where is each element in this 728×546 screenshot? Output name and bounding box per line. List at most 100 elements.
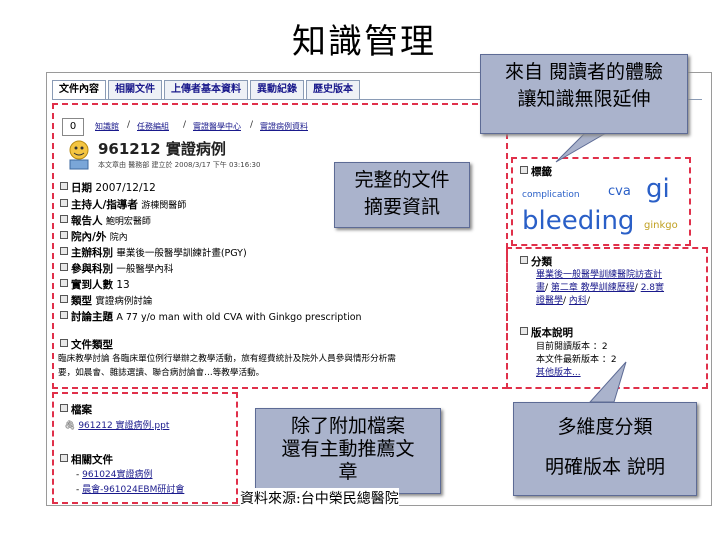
category-link[interactable]: 內科 [568,296,587,306]
other-versions-link[interactable]: 其他版本... [536,368,581,378]
breadcrumb-item[interactable]: 任務編組 [137,122,169,131]
breadcrumb-item[interactable]: 實證病例資料 [260,122,308,131]
version-label: 版本說明 [531,327,573,339]
breadcrumb-item[interactable]: 知識館 [95,122,119,131]
category-link[interactable]: 畢業後一般醫學訓練醫院訪查計 [536,270,663,280]
field-label: 報告人 [71,215,103,227]
bullet-icon [60,199,68,207]
highlight-attachments-box [52,392,238,504]
field-organizer: 主辦科別 畢業後一般醫學訓練計畫(PGY) [60,245,247,260]
tag-item[interactable]: gi [646,174,670,204]
field-topic: 討論主題 A 77 y/o man with old CVA with Gink… [60,309,362,324]
category-label: 分類 [531,256,552,268]
related-label: 相關文件 [71,454,113,466]
highlight-summary-box [52,103,508,389]
field-label: 主辦科別 [71,247,113,259]
field-label: 類型 [71,295,92,307]
field-value: A 77 y/o man with old CVA with Ginkgo pr… [116,312,362,323]
field-label: 實到人數 [71,279,113,291]
field-reporter: 報告人 鮑明宏醫師 [60,213,151,228]
attachments-heading: 檔案 [60,402,92,417]
breadcrumb-item[interactable]: 實證醫學中心 [193,122,241,131]
related-item: - 961024實證病例 [76,470,153,480]
callout-line: 讓知識無限延伸 [517,88,651,110]
callout-line: 還有主動推薦文 [281,438,415,460]
callout-line: 除了附加檔案 [290,415,405,437]
attachment-link[interactable]: 961212 實證病例.ppt [78,421,170,431]
tags-heading: 標籤 [520,164,552,179]
category-heading: 分類 [520,254,552,269]
field-label: 院內/外 [71,231,107,243]
doc-type-description: 臨床教學討論 各臨床單位例行舉辦之教學活動，旅有經費統計及院外人員參與情形分析需… [58,352,504,380]
field-type: 類型 實證病例討論 [60,293,152,308]
bullet-icon [60,215,68,223]
field-value: 13 [116,279,130,291]
field-label: 討論主題 [71,311,113,323]
callout-line: 來自 閱讀者的體驗 [504,61,664,83]
doc-type-line: 要，如晨會、雜誌選讀、聯合病討論會…等教學活動。 [58,368,265,378]
tab-content[interactable]: 文件內容 [52,80,106,99]
bullet-icon [60,247,68,255]
bullet-icon [60,404,68,412]
related-link[interactable]: 961024實證病例 [82,470,153,480]
field-participants-dept: 參與科別 一般醫學內科 [60,261,173,276]
field-location: 院內/外 院內 [60,229,128,244]
breadcrumb-separator: / [127,120,131,130]
field-label: 參與科別 [71,263,113,275]
document-avatar-icon [69,140,89,170]
field-date: 日期 2007/12/12 [60,180,156,195]
callout-line: 多維度分類 [557,416,653,438]
related-item: - 晨會-961024EBM研討會 [76,485,185,495]
bullet-icon [60,311,68,319]
bullet-icon [520,256,528,264]
attachment-item: 🖇 961212 實證病例.ppt [64,418,169,431]
field-value: 2007/12/12 [95,182,156,194]
version-latest: 本文件最新版本 ：2 [536,355,617,365]
source-caption: 資料來源:台中榮民總醫院 [240,488,399,508]
doc-type-label: 文件類型 [71,339,113,351]
breadcrumb-separator: / [250,120,254,130]
bullet-icon [520,327,528,335]
tab-uploader[interactable]: 上傳者基本資料 [164,80,248,99]
breadcrumb-separator: / [183,120,187,130]
tab-history[interactable]: 歷史版本 [306,80,360,99]
category-path: 畢業後一般醫學訓練醫院訪查計 畫/ 第二章 教學訓練歷程/ 2.8實 證醫學/ … [536,270,665,306]
rating-counter[interactable]: 0 [62,118,84,136]
field-value: 畢業後一般醫學訓練計畫(PGY) [116,248,247,259]
highlight-tags-box [511,157,691,246]
doc-type-line: 臨床教學討論 各臨床單位例行舉辦之教學活動，旅有經費統計及院外人員參與情形分析需 [58,354,396,364]
slide-title: 知識管理 [292,22,436,62]
tag-item[interactable]: ginkgo [644,220,678,231]
tab-bar: 文件內容 相關文件 上傳者基本資料 異動紀錄 歷史版本 [52,80,360,100]
version-current: 目前閱讀版本 ：2 [536,342,608,352]
attachments-label: 檔案 [71,404,92,416]
bullet-icon [60,339,68,347]
tab-related[interactable]: 相關文件 [108,80,162,99]
related-link[interactable]: 晨會-961024EBM研討會 [82,485,185,495]
bullet-icon [60,182,68,190]
tab-changes[interactable]: 異動紀錄 [250,80,304,99]
category-link[interactable]: 第二章 教學訓練歷程 [550,283,635,293]
callout-line: 摘要資訊 [363,196,440,218]
category-link[interactable]: 畫 [536,283,546,293]
field-value: 實證病例討論 [95,296,153,307]
field-attendance: 實到人數 13 [60,277,130,292]
tag-item[interactable]: cva [608,184,631,199]
document-title: 961212 實證病例 [98,140,226,158]
field-value: 游棟閔醫師 [141,201,187,211]
tag-item[interactable]: bleeding [522,206,635,236]
paperclip-icon: 🖇 [64,421,76,431]
bullet-icon [60,279,68,287]
tag-item[interactable]: complication [522,190,580,200]
bullet-icon [60,231,68,239]
category-link[interactable]: 證醫學 [536,296,564,306]
callout-line: 章 [338,461,358,483]
version-heading: 版本說明 [520,325,573,340]
field-value: 一般醫學內科 [116,264,174,275]
field-label: 主持人/指導者 [71,199,138,211]
document-meta: 本文章由 醫務部 建立於 2008/3/17 下午 03:16:30 [98,161,261,169]
callout-reader-experience: 來自 閱讀者的體驗 讓知識無限延伸 [480,54,688,134]
doc-type-heading: 文件類型 [60,337,113,352]
category-link[interactable]: 2.8實 [640,283,665,293]
bullet-icon [60,295,68,303]
